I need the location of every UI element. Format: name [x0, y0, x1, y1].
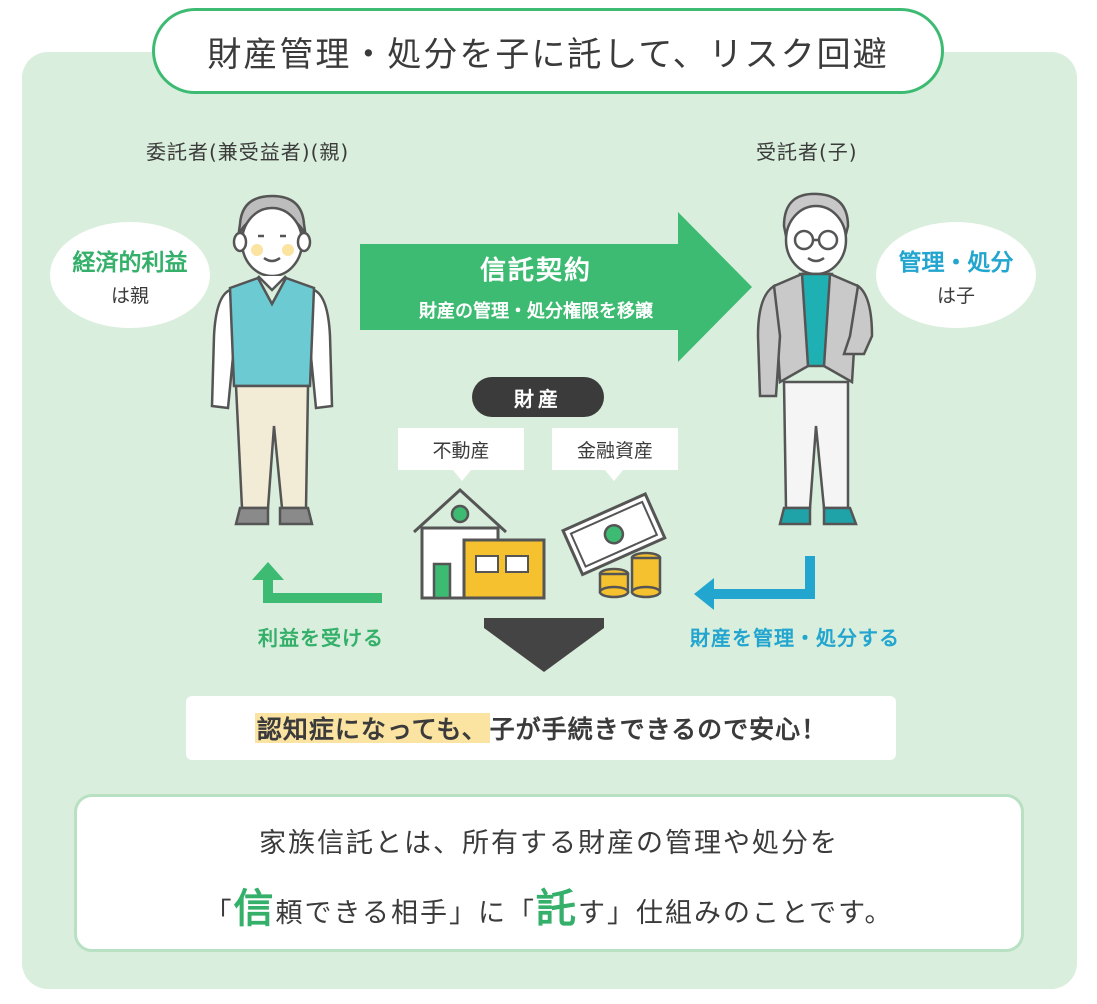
summary-big-2: 託 — [535, 886, 578, 932]
child-manage-bubble: 管理・処分 は子 — [876, 222, 1036, 328]
summary-big-1: 信 — [233, 886, 276, 932]
down-arrow-icon — [484, 618, 604, 672]
child-bubble-emphasis: 管理・処分 — [898, 249, 1014, 276]
benefit-arrow-icon — [252, 562, 382, 603]
summary-mid: 頼できる相手」に「 — [275, 898, 536, 929]
parent-bubble-emphasis: 経済的利益 — [72, 249, 188, 276]
real-estate-bubble-tail — [452, 469, 472, 481]
contract-arrow — [360, 212, 752, 362]
summary-line-1: 家族信託とは、所有する財産の管理や処分を — [259, 828, 839, 859]
assets-tag: 財産 — [472, 377, 604, 417]
manage-label: 財産を管理・処分する — [690, 626, 900, 650]
parent-figure — [210, 194, 334, 526]
summary-box: 家族信託とは、所有する財産の管理や処分を 「信頼できる相手」に「託す」仕組みのこ… — [74, 794, 1024, 952]
contract-title: 信託契約 — [479, 256, 592, 286]
contract-arrow-text: 信託契約 財産の管理・処分権限を移譲 — [366, 250, 706, 323]
child-figure — [756, 192, 874, 526]
financial-bubble-tail — [604, 469, 624, 481]
parent-role-label: 委託者(兼受益者)(親) — [146, 140, 350, 164]
real-estate-label: 不動産 — [398, 428, 524, 470]
financial-label: 金融資産 — [552, 428, 678, 470]
contract-subtitle: 財産の管理・処分権限を移譲 — [419, 301, 653, 322]
parent-bubble-sub: は親 — [110, 284, 149, 307]
summary-open: 「 — [204, 898, 234, 929]
child-bubble-sub: は子 — [936, 284, 975, 307]
page-title: 財産管理・処分を子に託して、リスク回避 — [152, 8, 944, 94]
summary-end: す」仕組みのことです。 — [577, 898, 894, 929]
house-icon — [412, 487, 546, 600]
reassurance-box: 認知症になっても、子が手続きできるので安心！ — [186, 696, 896, 760]
reassurance-rest: 子が手続きできるので安心！ — [489, 715, 828, 744]
money-icon — [561, 492, 667, 599]
real-estate-text: 不動産 — [432, 439, 490, 462]
manage-arrow-icon — [694, 556, 815, 610]
financial-text: 金融資産 — [576, 439, 653, 462]
parent-benefit-bubble: 経済的利益 は親 — [50, 222, 210, 328]
title-text: 財産管理・処分を子に託して、リスク回避 — [207, 34, 889, 75]
summary-line-2: 「信頼できる相手」に「託す」仕組みのことです。 — [77, 876, 1021, 934]
child-role-label: 受託者(子) — [756, 140, 858, 164]
reassurance-highlight: 認知症になっても、 — [254, 710, 490, 746]
benefit-label: 利益を受ける — [258, 626, 384, 650]
